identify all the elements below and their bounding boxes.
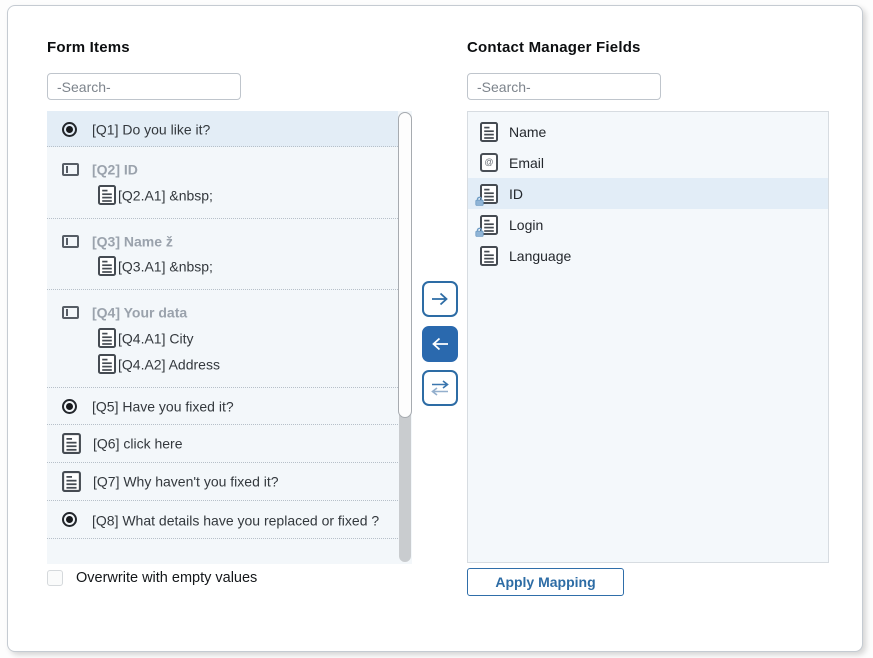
swap-arrows-icon (430, 380, 450, 396)
apply-mapping-button[interactable]: Apply Mapping (467, 568, 624, 596)
overwrite-label: Overwrite with empty values (76, 570, 258, 586)
form-item-group-q3: [Q3] Name ž [Q3.A1] &nbsp; (47, 219, 398, 291)
form-item-q5[interactable]: [Q5] Have you fixed it? (47, 388, 398, 425)
field-label: Login (509, 216, 544, 233)
document-icon (98, 354, 116, 375)
field-label: Name (509, 123, 547, 140)
form-item-q3[interactable]: [Q3] Name ž (47, 228, 398, 253)
document-icon (98, 256, 116, 277)
field-label: Email (509, 154, 545, 171)
form-item-q6[interactable]: [Q6] click here (47, 425, 398, 463)
form-item-group-q2: [Q2] ID [Q2.A1] &nbsp; (47, 147, 398, 219)
form-item-q1[interactable]: [Q1] Do you like it? (47, 111, 398, 148)
form-item-q2a1[interactable]: [Q2.A1] &nbsp; (47, 182, 398, 208)
form-item-group-q4: [Q4] Your data [Q4.A1] City [Q4.A2] Addr… (47, 290, 398, 389)
form-items-title: Form Items (47, 39, 130, 56)
field-language[interactable]: Language (468, 240, 828, 271)
contact-manager-fields-title: Contact Manager Fields (467, 39, 641, 56)
form-item-label: [Q4.A2] Address (118, 356, 220, 373)
contact-fields-list: Name @ Email ID Login Language (467, 111, 829, 563)
field-label: ID (509, 185, 523, 202)
form-item-label: [Q6] click here (93, 435, 183, 452)
dialog-window: Form Items [Q1] Do you like it? [Q2] ID … (7, 5, 863, 652)
email-icon: @ (480, 153, 498, 172)
document-icon (62, 470, 81, 492)
form-item-label: [Q4.A1] City (118, 330, 194, 347)
document-icon (62, 432, 81, 454)
form-item-label: [Q8] What details have you replaced or f… (92, 511, 380, 528)
field-login[interactable]: Login (468, 209, 828, 240)
document-icon (475, 183, 498, 206)
document-icon (98, 184, 116, 205)
swap-mapping-button[interactable] (422, 370, 458, 406)
form-list-scrollbar[interactable] (398, 112, 412, 562)
form-item-q4[interactable]: [Q4] Your data (47, 299, 398, 324)
document-icon (480, 245, 498, 266)
overwrite-checkbox[interactable] (47, 570, 63, 586)
field-id[interactable]: ID (468, 178, 828, 209)
form-item-q3a1[interactable]: [Q3.A1] &nbsp; (47, 253, 398, 279)
document-icon (98, 328, 116, 349)
form-item-label: [Q2] ID (92, 161, 138, 178)
scrollbar-thumb[interactable] (398, 112, 412, 418)
document-icon (475, 214, 498, 237)
contact-fields-search-input[interactable] (467, 73, 661, 100)
form-item-q8[interactable]: [Q8] What details have you replaced or f… (47, 501, 398, 539)
form-items-search-input[interactable] (47, 73, 241, 100)
field-name[interactable]: Name (468, 116, 828, 147)
form-item-q7[interactable]: [Q7] Why haven't you fixed it? (47, 463, 398, 501)
arrow-left-icon (430, 336, 450, 352)
form-item-q2[interactable]: [Q2] ID (47, 156, 398, 181)
radio-icon (62, 512, 77, 528)
form-item-q4a2[interactable]: [Q4.A2] Address (47, 351, 398, 377)
overwrite-option: Overwrite with empty values (47, 570, 257, 586)
input-field-icon (62, 306, 79, 320)
field-email[interactable]: @ Email (468, 147, 828, 178)
radio-icon (62, 399, 77, 415)
field-label: Language (509, 247, 572, 264)
form-item-label: [Q2.A1] &nbsp; (118, 186, 213, 203)
form-item-label: [Q3.A1] &nbsp; (118, 258, 213, 275)
form-items-list: [Q1] Do you like it? [Q2] ID [Q2.A1] &nb… (47, 111, 412, 564)
lock-icon (475, 227, 484, 237)
document-icon (480, 121, 498, 142)
input-field-icon (62, 234, 79, 248)
form-item-label: [Q5] Have you fixed it? (92, 398, 234, 415)
form-item-label: [Q3] Name ž (92, 233, 173, 250)
input-field-icon (62, 163, 79, 177)
map-left-button[interactable] (422, 326, 458, 362)
form-item-label: [Q7] Why haven't you fixed it? (93, 473, 279, 490)
radio-icon (62, 121, 77, 137)
form-item-label: [Q4] Your data (92, 304, 188, 321)
form-item-q4a1[interactable]: [Q4.A1] City (47, 325, 398, 351)
form-item-label: [Q1] Do you like it? (92, 121, 211, 138)
map-right-button[interactable] (422, 281, 458, 317)
arrow-right-icon (430, 291, 450, 307)
lock-icon (475, 196, 484, 206)
